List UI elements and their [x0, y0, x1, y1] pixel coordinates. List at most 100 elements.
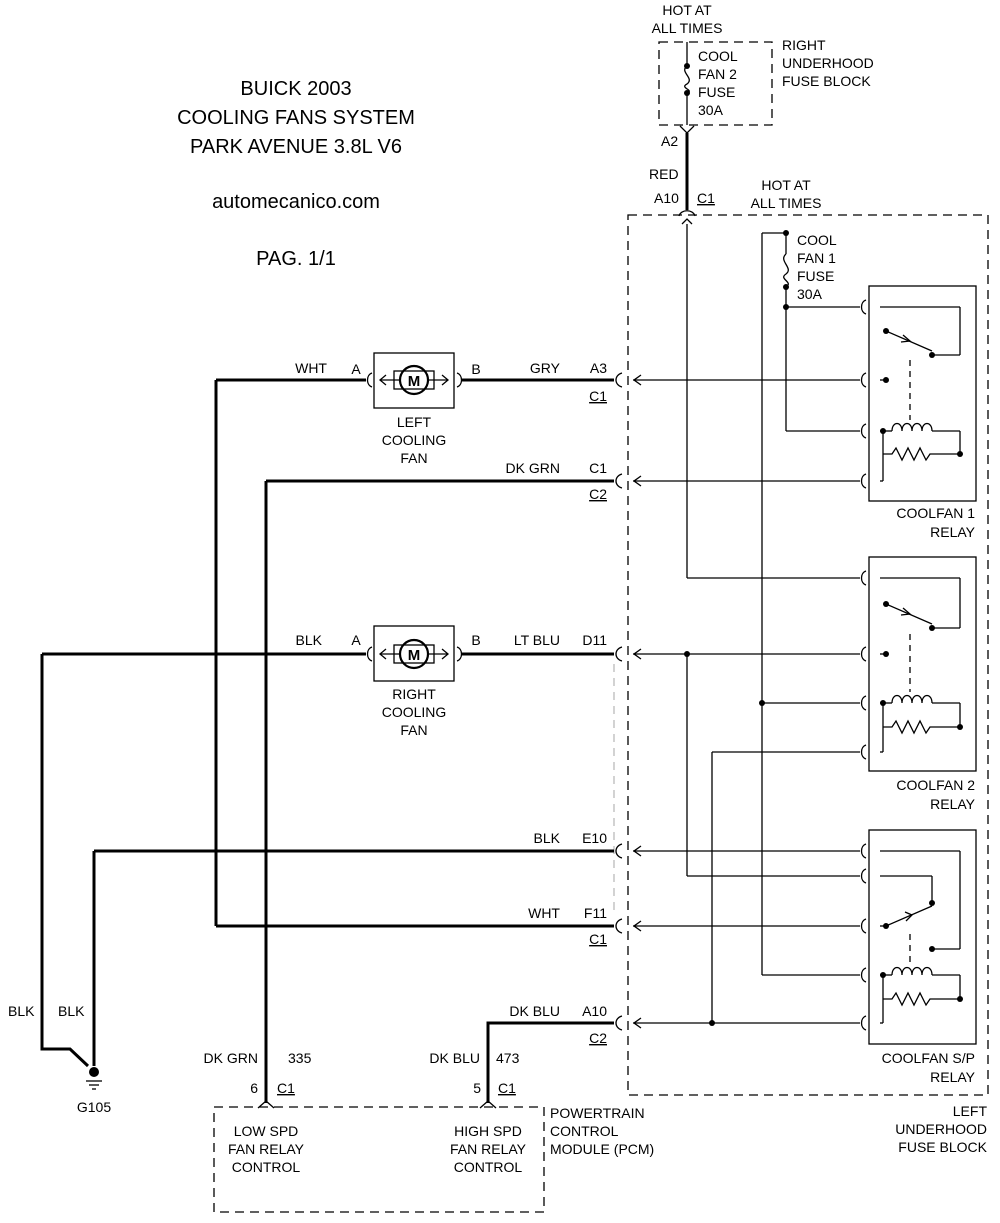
left-hot-line-2: ALL TIMES	[751, 195, 822, 211]
relay1-switch-arrow	[900, 334, 912, 343]
right-fuse-label-1: COOL	[698, 48, 738, 64]
ground-node	[89, 1067, 99, 1077]
fan1-fuse-label-4: 30A	[797, 286, 823, 302]
right-fuse-block-name-3: FUSE BLOCK	[782, 73, 871, 89]
relay2-switch-arrow	[900, 607, 912, 616]
relay2-coil-icon	[891, 694, 933, 704]
pcm-low-conn: C1	[277, 1080, 295, 1096]
relay2-resistor-node	[957, 724, 963, 730]
pcm-high-label-3: CONTROL	[454, 1159, 523, 1175]
pcm-low-pin: 6	[250, 1080, 258, 1096]
right-fan-name-1: RIGHT	[392, 686, 436, 702]
right-fan-pin-b: B	[471, 632, 480, 648]
relay2-resistor-icon	[883, 719, 960, 735]
page-number: PAG. 1/1	[256, 248, 336, 270]
feed-pin-label: A10	[654, 190, 679, 206]
arrow-a3	[632, 374, 642, 386]
pcm-low-wire: DK GRN	[204, 1050, 258, 1066]
pcm-name-3: MODULE (PCM)	[550, 1141, 654, 1157]
pcm-high-label-1: HIGH SPD	[454, 1123, 522, 1139]
coolfansp-relay-label-2: RELAY	[930, 1069, 976, 1085]
right-fan-name-2: COOLING	[382, 704, 447, 720]
pcm-high-conn: C1	[498, 1080, 516, 1096]
pcm-box-outline	[213, 1106, 545, 1213]
right-fuse-pin: A2	[661, 133, 678, 149]
red-wire-label: RED	[649, 166, 679, 182]
fuse-block-edge-connectors	[615, 372, 623, 1031]
arrow-f11	[632, 920, 642, 932]
coolfan1-relay-box	[868, 285, 977, 502]
left-fan-conn-a	[366, 372, 373, 388]
dkblu-pin-label: A10	[582, 1003, 607, 1019]
coolfan2-relay-label-2: RELAY	[930, 796, 976, 812]
pcm-low-label-2: FAN RELAY	[228, 1141, 305, 1157]
right-fuse-icon	[684, 65, 690, 94]
dkblu-wire	[486, 1021, 614, 1103]
right-hot-line-2: ALL TIMES	[652, 20, 723, 36]
arrow-c1	[632, 475, 642, 487]
right-hot-line-1: HOT AT	[662, 2, 712, 18]
pcm-low-circuit: 335	[288, 1050, 312, 1066]
left-fan-wire-a: WHT	[295, 360, 327, 376]
pcm-low-label-3: CONTROL	[232, 1159, 301, 1175]
left-hot-line-1: HOT AT	[761, 177, 811, 193]
right-fan-wire-a: BLK	[296, 632, 323, 648]
relaysp-switch-arrow	[904, 911, 914, 922]
right-fuse-label-3: FUSE	[698, 84, 735, 100]
ground-name: G105	[77, 1099, 111, 1115]
relaysp-contact-no	[929, 900, 935, 906]
website: automecanico.com	[212, 191, 380, 213]
right-fan-pin-a: A	[351, 632, 361, 648]
wht-f11-wire-label: WHT	[528, 905, 560, 921]
left-fan-conn-b	[456, 372, 463, 388]
pcm-high-wire: DK BLU	[429, 1050, 480, 1066]
pcm-high-pin: 5	[473, 1080, 481, 1096]
left-fan-name-3: FAN	[400, 450, 427, 466]
coolfan1-relay-label-2: RELAY	[930, 524, 976, 540]
left-fan-fb-pin: A3	[590, 360, 607, 376]
relaysp-switch-arm	[885, 905, 933, 927]
ground-wire-label-2: BLK	[58, 1003, 85, 1019]
relay1-resistor-icon	[883, 446, 960, 462]
left-fan-pin-a: A	[351, 361, 361, 377]
fan1-fuse-label-2: FAN 1	[797, 250, 836, 266]
relay2-contact-fixed	[929, 625, 935, 631]
pcm-connector-5	[479, 1100, 497, 1109]
right-fuse-block-outline	[658, 41, 773, 126]
relaysp-contact-nc	[929, 946, 935, 952]
pcm-name-2: CONTROL	[550, 1123, 619, 1139]
fan1-fuse-icon	[783, 253, 789, 288]
left-fan-fb-conn: C1	[589, 388, 607, 404]
left-fan-arrow-a	[378, 374, 387, 386]
right-fuse-label-4: 30A	[698, 102, 724, 118]
dkgrn-conn-label: C2	[589, 486, 607, 502]
left-fan-name-2: COOLING	[382, 432, 447, 448]
left-fan-motor-label: M	[408, 373, 421, 390]
right-fan-conn-a	[366, 646, 373, 662]
dkblu-wire-label: DK BLU	[509, 1003, 560, 1019]
pcm-low-label-1: LOW SPD	[234, 1123, 299, 1139]
left-fuse-block-name-3: FUSE BLOCK	[898, 1139, 987, 1155]
blk-ground-wire-1	[40, 654, 90, 1068]
coolfansp-relay-box	[868, 829, 977, 1045]
dkgrn-wire-label: DK GRN	[506, 460, 560, 476]
right-fuse-label-2: FAN 2	[698, 66, 737, 82]
right-fuse-block-name-1: RIGHT	[782, 37, 826, 53]
dkgrn-pin-label: C1	[589, 460, 607, 476]
pcm-name-1: POWERTRAIN	[550, 1105, 645, 1121]
left-fan-arrow-b	[441, 374, 450, 386]
feed-connector-arrow	[681, 218, 693, 225]
dkblu-conn-label: C2	[589, 1030, 607, 1046]
relay1-coil-icon	[891, 422, 933, 432]
fan1-fuse-label-1: COOL	[797, 232, 837, 248]
right-fan-conn-b	[456, 646, 463, 662]
left-fuse-block-name-1: LEFT	[953, 1103, 988, 1119]
left-fan-name-1: LEFT	[397, 414, 432, 430]
ground-wire-label-1: BLK	[8, 1003, 35, 1019]
left-fan-pin-b: B	[471, 361, 480, 377]
arrow-a10	[632, 1017, 642, 1029]
relaysp-coil-icon	[891, 966, 933, 976]
relay-connectors	[860, 299, 867, 1031]
